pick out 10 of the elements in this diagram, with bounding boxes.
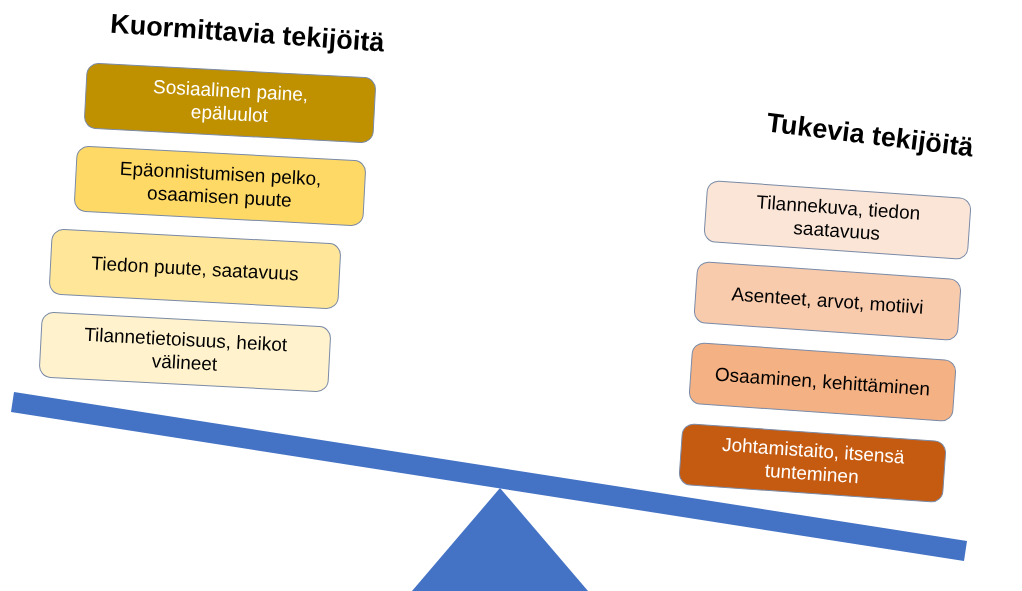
factor-box: Tilannetietoisuus, heikot välineet	[38, 311, 332, 393]
factor-box: Tiedon puute, saatavuus	[48, 228, 342, 310]
factor-box: Osaaminen, kehittäminen	[688, 341, 957, 423]
column-heading: Tukevia tekijöitä	[764, 107, 976, 164]
factor-box: Epäonnistumisen pelko, osaamisen puute	[73, 145, 367, 227]
factor-box: Tilannekuva, tiedon saatavuus	[703, 179, 972, 261]
column-heading: Kuormittavia tekijöitä	[109, 8, 386, 59]
factor-box: Asenteet, arvot, motiivi	[693, 260, 962, 342]
factor-box: Johtamistaito, itsensä tunteminen	[678, 422, 947, 504]
factor-box: Sosiaalinen paine, epäluulot	[83, 62, 377, 144]
